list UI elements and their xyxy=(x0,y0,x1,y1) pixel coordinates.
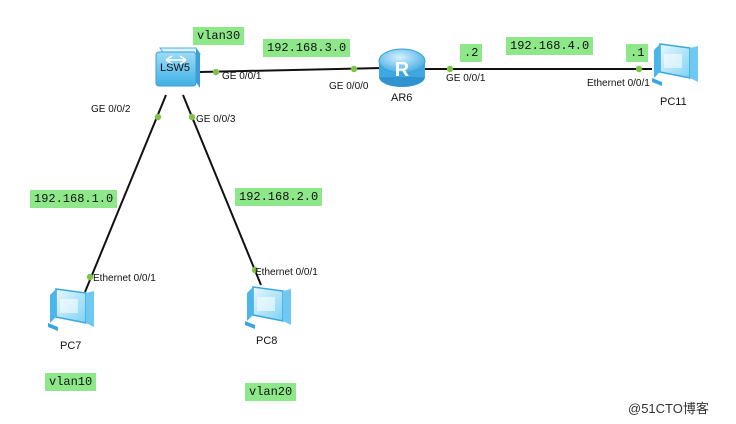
pc7-name-label: PC7 xyxy=(60,340,82,352)
port-dot-pc11-eth xyxy=(635,65,643,73)
pc8-port-eth-label: Ethernet 0/0/1 xyxy=(255,267,318,278)
vlan30-label: vlan30 xyxy=(193,27,245,45)
router-port-ge001-label: GE 0/0/1 xyxy=(446,73,486,84)
link-switch-pc8[interactable] xyxy=(182,94,262,286)
pc-icon[interactable] xyxy=(245,286,291,329)
network-192-168-3-0-label: 192.168.3.0 xyxy=(263,39,351,57)
pc11-port-eth-label: Ethernet 0/0/1 xyxy=(587,78,650,89)
network-192-168-2-0-label: 192.168.2.0 xyxy=(235,188,323,206)
pc8-name-label: PC8 xyxy=(256,335,278,347)
port-dot-r-ge001 xyxy=(446,65,454,73)
pc-icon[interactable] xyxy=(652,43,698,86)
port-dot-sw-ge001 xyxy=(212,68,220,76)
switch-port-ge003-label: GE 0/0/3 xyxy=(196,114,236,125)
link-switch-pc7[interactable] xyxy=(84,94,167,293)
svg-text:R: R xyxy=(395,59,410,81)
network-192-168-1-0-label: 192.168.1.0 xyxy=(30,190,118,208)
watermark: @51CTO博客 xyxy=(628,401,709,416)
pc-icon[interactable] xyxy=(48,288,94,331)
router-host-label: .2 xyxy=(460,44,483,62)
vlan10-label: vlan10 xyxy=(45,373,97,391)
port-dot-sw-ge002 xyxy=(154,113,162,121)
port-dot-sw-ge003 xyxy=(188,113,196,121)
vlan20-label: vlan20 xyxy=(245,383,297,401)
pc11-name-label: PC11 xyxy=(660,96,687,108)
switch-icon[interactable] xyxy=(155,47,201,88)
network-192-168-4-0-label: 192.168.4.0 xyxy=(506,37,594,55)
port-dot-pc7-eth xyxy=(86,273,94,281)
router-port-ge000-label: GE 0/0/0 xyxy=(329,81,369,92)
router-icon[interactable]: R xyxy=(378,48,426,87)
switch-port-ge002-label: GE 0/0/2 xyxy=(91,104,131,115)
router-name-label: AR6 xyxy=(391,92,413,104)
pc11-host-label: .1 xyxy=(626,44,649,62)
pc7-port-eth-label: Ethernet 0/0/1 xyxy=(93,273,156,284)
port-dot-pc8-eth xyxy=(251,266,259,274)
switch-port-ge001-label: GE 0/0/1 xyxy=(222,71,262,82)
switch-name-label: LSW5 xyxy=(160,62,190,74)
port-dot-r-ge000 xyxy=(350,65,358,73)
